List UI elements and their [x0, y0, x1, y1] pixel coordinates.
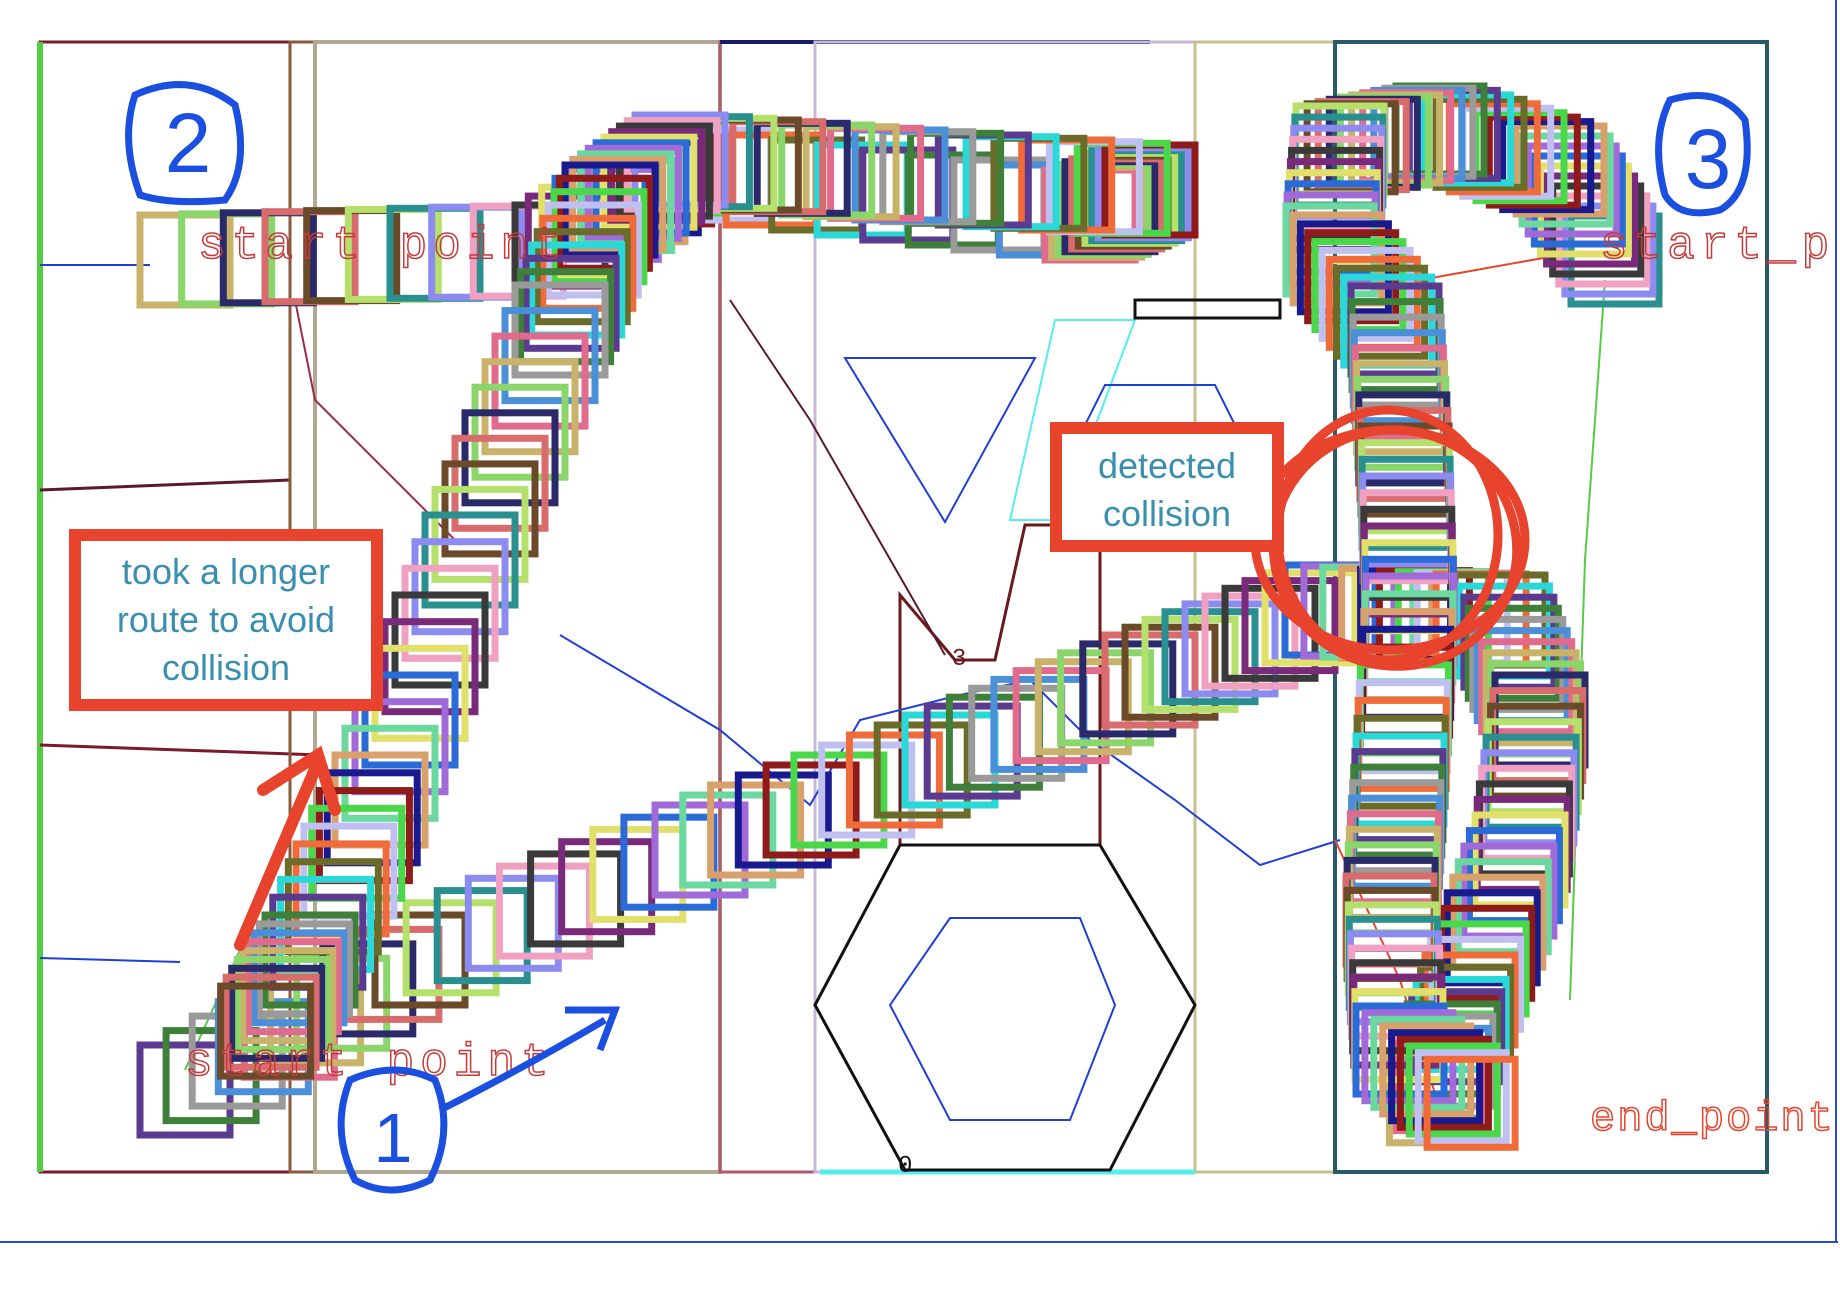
robot-footprint: [1121, 623, 1219, 721]
inner-hexagon-obstacle: [888, 917, 1117, 1121]
robot-footprint: [381, 618, 479, 716]
robot-footprint: [421, 511, 519, 609]
robot-footprint: [873, 721, 971, 819]
robot-footprint: [217, 982, 315, 1080]
robot-footprint: [522, 254, 620, 352]
robot-footprint: [1333, 264, 1429, 360]
edge-b: [294, 299, 461, 546]
robot-footprint: [679, 791, 777, 889]
robot-footprint: [1354, 696, 1450, 792]
annotation-circles: [125, 81, 1751, 1194]
robot-footprint: [431, 485, 529, 583]
circle-1-outline: [337, 1066, 448, 1194]
red-arrow: [234, 745, 341, 951]
robot-footprint: [461, 409, 559, 507]
robot-footprint: [734, 771, 832, 869]
robot-footprint: [1482, 649, 1580, 747]
robot-footprint: [1432, 95, 1528, 191]
robot-footprint: [481, 358, 579, 456]
robot-footprint: [401, 564, 499, 662]
vertex-label-0: 0: [898, 1153, 912, 1180]
annotation-number-2: 2: [165, 96, 212, 190]
robot-footprint: [707, 781, 805, 879]
robot-footprint: [511, 281, 609, 379]
edge-e: [1419, 254, 1561, 281]
red-arrow-shaft: [234, 756, 324, 951]
note-longer-route-line3: collision: [162, 647, 290, 688]
robot-footprint: [361, 671, 459, 769]
cell-divider-1: [39, 478, 291, 492]
robot-footprint: [762, 761, 860, 859]
edge-f: [1569, 279, 1606, 1001]
edge-d: [729, 299, 946, 656]
robot-footprint: [222, 973, 320, 1071]
arrow-1-shaft: [438, 1016, 607, 1114]
end-point-label: end_point: [1590, 1095, 1835, 1143]
robot-footprint: [1405, 1042, 1501, 1138]
start-point-label-2: start point: [198, 220, 568, 272]
robot-footprint: [1181, 600, 1279, 698]
robot-footprint: [1414, 1049, 1510, 1145]
cell-divider-2: [39, 743, 321, 757]
robot-footprint: [411, 538, 509, 636]
red-arrow-head: [257, 745, 341, 816]
robot-footprint: [471, 383, 569, 481]
start-point-label-3: start_p: [1600, 220, 1835, 272]
note-longer-route-line2: route to avoid: [117, 599, 335, 640]
arrow-1-head: [565, 1006, 621, 1052]
robot-footprint: [544, 201, 642, 299]
robot-footprint: [1485, 113, 1581, 209]
robot-footprint: [1101, 631, 1199, 729]
robot-footprint: [1141, 615, 1239, 713]
robot-footprint: [239, 947, 337, 1045]
robot-footprint: [1549, 182, 1645, 278]
annotation-number-3: 3: [1685, 112, 1732, 206]
robot-footprint: [1353, 714, 1449, 810]
vertex-label-3: 3: [952, 646, 966, 673]
note-detected-box: [1050, 422, 1284, 552]
robot-footprint: [790, 751, 888, 849]
triangle-obstacle: [843, 357, 1037, 524]
robot-footprint: [533, 228, 631, 326]
robot-footprint: [1355, 679, 1451, 775]
robot-footprint: [1512, 122, 1608, 218]
trajectory-3: [1282, 82, 1663, 1151]
robot-footprint: [818, 741, 916, 839]
note-detected-line1: detected: [1098, 445, 1236, 486]
note-detected-line2: collision: [1103, 493, 1231, 534]
robot-footprint: [1261, 569, 1359, 667]
robot-footprint: [1423, 1055, 1519, 1151]
robot-footprint: [1356, 661, 1452, 757]
robot-footprint: [651, 801, 749, 899]
robot-footprint: [233, 955, 331, 1053]
robot-footprint: [1478, 638, 1576, 736]
robot-footprint: [451, 434, 549, 532]
circle-2-outline: [125, 81, 245, 206]
annotation-number-1: 1: [374, 1099, 413, 1177]
robot-footprint: [1388, 1029, 1484, 1125]
robot-footprint: [1318, 246, 1414, 342]
robot-footprint: [1161, 608, 1259, 706]
trajectory-2: [136, 111, 1199, 1080]
note-longer-route-line1: took a longer: [122, 551, 330, 592]
robot-footprint: [845, 731, 943, 829]
note-longer-route: took a longer route to avoid collision: [69, 529, 383, 711]
robot-footprint: [1419, 91, 1515, 187]
robot-footprint: [441, 460, 539, 558]
note-detected-collision: detected collision: [1050, 422, 1284, 552]
cell-divider-3: [39, 957, 181, 963]
black-bar-obstacle: [1133, 298, 1282, 320]
robot-footprint: [491, 332, 589, 430]
circle-3-outline: [1655, 92, 1751, 217]
robot-footprint: [228, 964, 326, 1062]
note-longer-route-box: [69, 529, 383, 711]
robot-footprint: [1499, 118, 1595, 214]
robot-footprint: [1396, 1035, 1492, 1131]
robot-footprint: [391, 591, 489, 689]
hexagon-obstacle: [813, 843, 1197, 1172]
robot-footprint: [501, 307, 599, 405]
start-point-label-1: start point: [185, 1037, 555, 1089]
robot-footprint: [1201, 592, 1299, 690]
